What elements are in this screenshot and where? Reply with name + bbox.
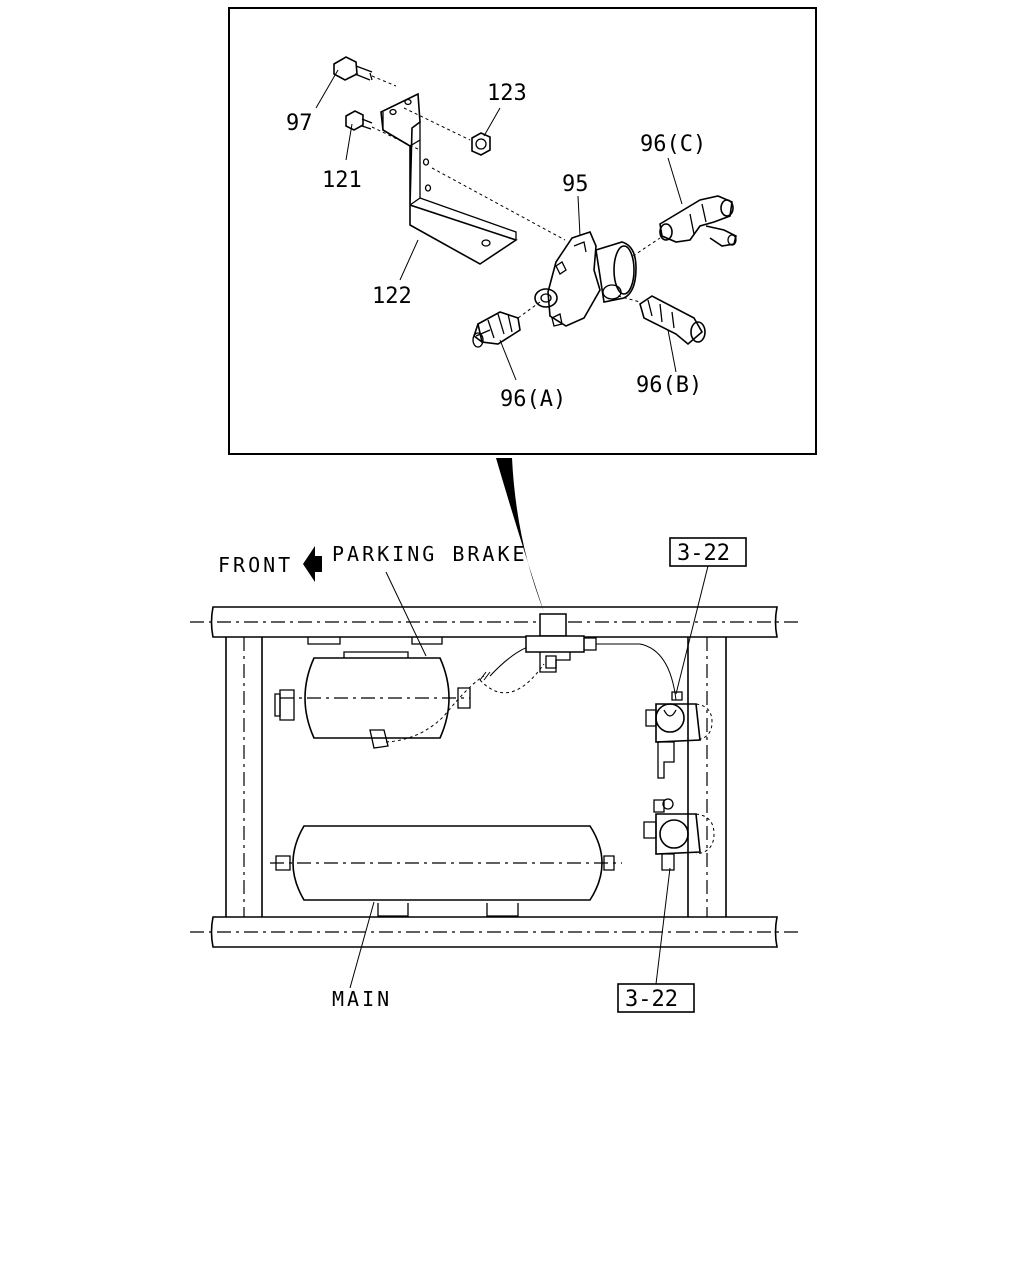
leader-main: [349, 901, 375, 989]
leader-123: [483, 107, 501, 137]
main-label: MAIN: [332, 987, 392, 1011]
nut-123-part: [471, 132, 491, 156]
parking-brake-tank: [274, 651, 471, 749]
leader-122: [399, 239, 419, 281]
bolt-97-part: [333, 56, 397, 87]
fitting-96c-part: [659, 195, 737, 247]
protection-valve-upper: [645, 691, 713, 779]
bracket-122-part: [380, 92, 566, 265]
leader-96a: [499, 339, 517, 381]
detail-view: 97 123 121 96(C) 95 122 96(A) 96(B): [228, 7, 817, 455]
leader-parking-brake: [385, 571, 427, 657]
leader-96c: [667, 157, 683, 205]
overview: FRONT PARKING BRAKE: [190, 537, 800, 1013]
leader-ref-bottom: [655, 867, 671, 985]
air-lines: [385, 643, 677, 743]
callout-96b: 96(B): [636, 373, 702, 398]
callout-123: 123: [487, 81, 527, 106]
front-label: FRONT: [218, 553, 293, 577]
callout-122: 122: [372, 284, 412, 309]
leader-121: [345, 123, 353, 161]
ref-top: 3-22: [677, 541, 730, 566]
bottom-frame-rail: [210, 916, 778, 948]
callout-96a: 96(A): [500, 387, 566, 412]
detail-frame: [228, 7, 817, 455]
leader-97: [315, 69, 339, 109]
front-arrow-icon: [303, 546, 322, 582]
valve-95-part: [517, 231, 661, 327]
cross-members: [225, 637, 727, 917]
callout-95: 95: [562, 172, 589, 197]
callout-96c: 96(C): [640, 132, 706, 157]
relay-valve-assembly: [525, 613, 597, 673]
fitting-96a-part: [472, 311, 521, 348]
leader-95: [577, 195, 581, 237]
fitting-96b-part: [639, 295, 706, 346]
callout-121: 121: [322, 168, 362, 193]
callout-97: 97: [286, 111, 313, 136]
top-frame-rail: [210, 606, 778, 638]
leader-ref-top: [675, 565, 709, 695]
ref-bottom: 3-22: [625, 987, 678, 1012]
leader-96b: [667, 329, 677, 373]
main-tank: [270, 825, 622, 901]
protection-valve-lower: [643, 798, 715, 871]
parking-brake-label: PARKING BRAKE: [332, 542, 528, 566]
detail-pointer: [496, 458, 544, 612]
